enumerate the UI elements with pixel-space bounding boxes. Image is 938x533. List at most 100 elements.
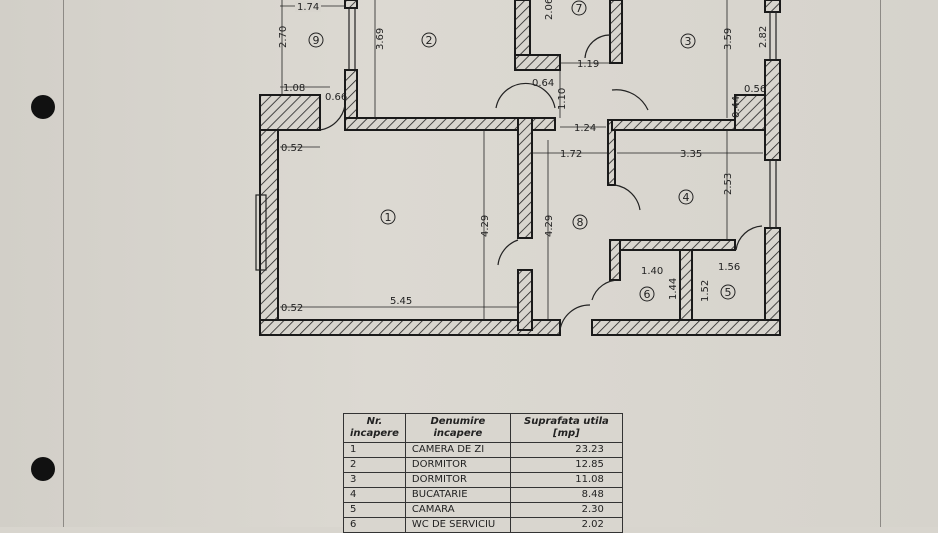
room-number: 3 xyxy=(685,35,692,48)
dim-label: 1.72 xyxy=(560,149,582,160)
rooms-table: Nr. incapere Denumire incapere Suprafata… xyxy=(343,413,623,533)
wall-7-bottom xyxy=(514,54,561,71)
cell-nr: 3 xyxy=(343,472,406,488)
cell-nr: 6 xyxy=(343,517,406,533)
wall-4-top xyxy=(611,119,743,131)
dim-label: 0.66 xyxy=(325,92,347,103)
header-name: Denumire incapere xyxy=(404,413,511,443)
dim-label: 0.44 xyxy=(731,96,742,118)
dim-label: 0.56 xyxy=(744,84,766,95)
cell-nr: 1 xyxy=(343,442,406,458)
door-9 xyxy=(319,104,346,131)
cell-name: DORMITOR xyxy=(404,457,511,473)
window-4 xyxy=(769,159,777,229)
wall-right-mid xyxy=(764,59,781,161)
cell-nr: 5 xyxy=(343,502,406,518)
paper-margin-line xyxy=(63,0,64,527)
cell-nr: 4 xyxy=(343,487,406,503)
header-area: Suprafata utila [mp] xyxy=(509,413,623,443)
dim-label: 1.56 xyxy=(718,262,740,273)
cell-area: 23.23 xyxy=(509,442,623,458)
dim-label: 1.44 xyxy=(668,278,679,300)
dim-label: 4.29 xyxy=(544,215,555,237)
dimension-lines xyxy=(280,0,763,320)
dim-label: 1.24 xyxy=(574,123,596,134)
cell-name: DORMITOR xyxy=(404,472,511,488)
door-7 xyxy=(584,34,611,59)
wall-1-8 xyxy=(517,117,533,239)
wall-1-top xyxy=(344,117,556,131)
cell-name: CAMARA xyxy=(404,502,511,518)
door-4 xyxy=(614,184,641,211)
floor-plan: 9 2 7 3 1 8 4 5 6 1.74 2.70 3.69 2.06 1.… xyxy=(255,0,781,336)
dim-label: 1.74 xyxy=(297,2,319,13)
room-number: 9 xyxy=(313,34,320,47)
dim-label: 3.59 xyxy=(723,28,734,50)
wall-bottom-right xyxy=(591,319,781,336)
walls xyxy=(259,0,781,336)
wall-6-left xyxy=(609,239,621,281)
dim-label: 1.10 xyxy=(557,88,568,110)
wall-right-top xyxy=(764,0,781,13)
dim-label: 3.35 xyxy=(680,149,702,160)
window-3 xyxy=(769,11,777,61)
window-2 xyxy=(348,7,356,71)
dim-label: 0.52 xyxy=(281,303,303,314)
wall-top-stub xyxy=(344,0,358,9)
table-header-row: Nr. incapere Denumire incapere Suprafata… xyxy=(343,413,623,443)
door-6 xyxy=(591,279,621,301)
dim-label: 2.53 xyxy=(723,173,734,195)
wall-block-left xyxy=(259,94,321,131)
dim-label: 1.08 xyxy=(283,83,305,94)
dim-label: 2.82 xyxy=(758,26,769,48)
door-1 xyxy=(497,239,519,266)
room-number: 5 xyxy=(725,286,732,299)
punch-hole xyxy=(31,95,55,119)
header-nr: Nr. incapere xyxy=(343,413,406,443)
wall-7-right xyxy=(609,0,623,64)
wall-4-bottom xyxy=(609,239,736,251)
cell-nr: 2 xyxy=(343,457,406,473)
dim-label: 0.64 xyxy=(532,78,554,89)
door-2 xyxy=(495,82,556,109)
cell-name: WC DE SERVICIU xyxy=(404,517,511,533)
dim-label: 1.52 xyxy=(700,280,711,302)
dim-label: 2.06 xyxy=(544,0,555,20)
cell-area: 2.30 xyxy=(509,502,623,518)
wall-5-6 xyxy=(679,249,693,326)
wall-right-low xyxy=(764,227,781,336)
doors-windows xyxy=(255,7,777,331)
window-1 xyxy=(255,194,267,271)
wall-1-8-lower xyxy=(517,269,533,331)
room-number: 7 xyxy=(576,2,583,15)
paper-margin-line xyxy=(880,0,881,527)
dim-label: 1.19 xyxy=(577,59,599,70)
dimension-labels: 1.74 2.70 3.69 2.06 1.08 0.66 0.52 0.64 … xyxy=(278,0,769,314)
punch-hole xyxy=(31,457,55,481)
wall-bottom-left xyxy=(259,319,561,336)
dim-label: 2.70 xyxy=(278,26,289,48)
room-number: 8 xyxy=(577,216,584,229)
cell-area: 12.85 xyxy=(509,457,623,473)
room-number: 2 xyxy=(426,34,433,47)
dim-label: 4.29 xyxy=(480,215,491,237)
door-5 xyxy=(735,225,763,251)
room-number: 1 xyxy=(385,211,392,224)
room-number: 4 xyxy=(683,191,690,204)
cell-name: BUCATARIE xyxy=(404,487,511,503)
dim-label: 0.52 xyxy=(281,143,303,154)
cell-area: 8.48 xyxy=(509,487,623,503)
door-entrance xyxy=(559,304,591,331)
cell-name: CAMERA DE ZI xyxy=(404,442,511,458)
dim-label: 5.45 xyxy=(390,296,412,307)
room-number: 6 xyxy=(644,288,651,301)
cell-area: 11.08 xyxy=(509,472,623,488)
room-numbers: 9 2 7 3 1 8 4 5 6 xyxy=(308,0,736,302)
door-3 xyxy=(611,89,649,111)
